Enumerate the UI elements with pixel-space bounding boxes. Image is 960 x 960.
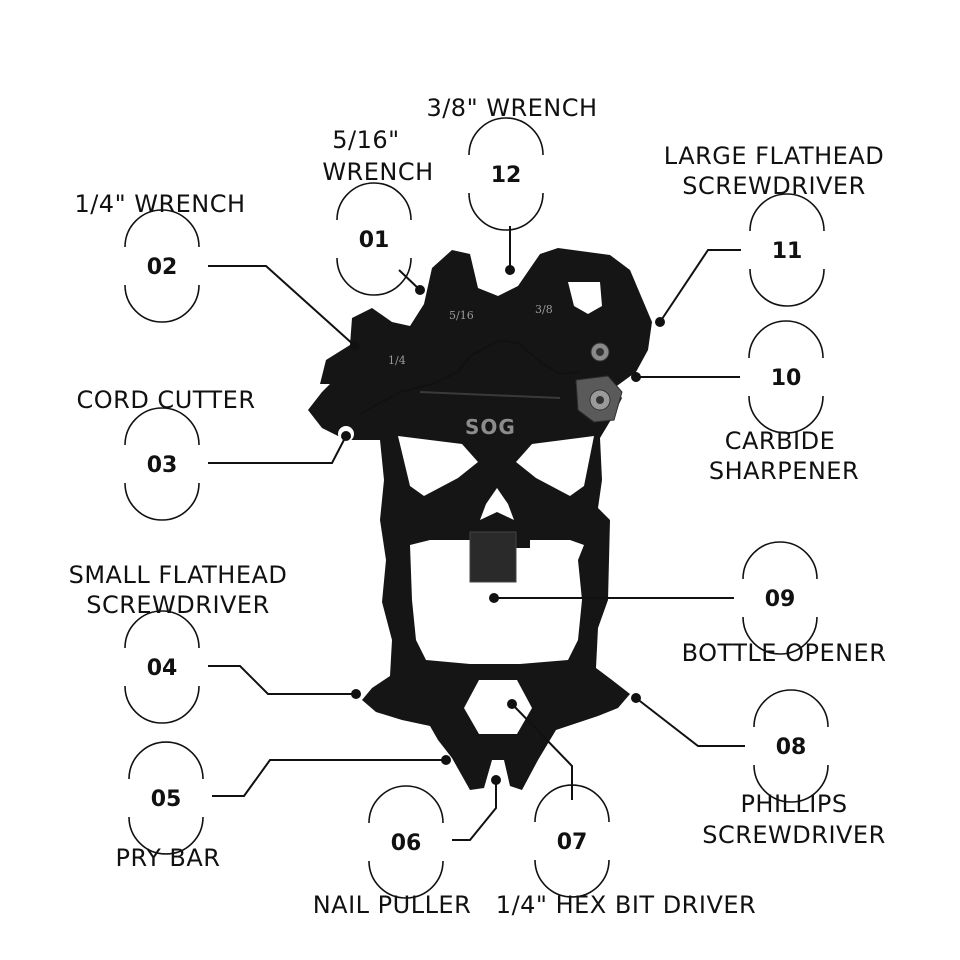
callout-number: 04: [147, 656, 178, 681]
number-ring-top: [749, 193, 825, 232]
pointer-dot: [415, 285, 425, 295]
callout-11: LARGE FLATHEAD SCREWDRIVER 11: [655, 142, 884, 327]
pointer-dot: [341, 431, 351, 441]
leader-line: [208, 665, 356, 695]
callout-number: 11: [772, 239, 803, 264]
callout-label: PRY BAR: [116, 844, 221, 872]
pointer-dot: [631, 693, 641, 703]
number-ring-top: [124, 610, 200, 649]
pointer-dot: [351, 689, 361, 699]
callout-label: 1/4" WRENCH: [74, 190, 245, 218]
leader-line: [659, 249, 741, 323]
callout-12: 3/8" WRENCH 12: [426, 94, 597, 275]
pointer-dot: [350, 341, 360, 351]
callout-label: SCREWDRIVER: [702, 821, 886, 849]
callout-label: SHARPENER: [709, 457, 859, 485]
number-ring-bottom: [124, 284, 200, 323]
right-eye-cutout: [516, 436, 594, 496]
callout-number: 10: [771, 366, 802, 391]
leader-line: [212, 759, 446, 797]
callout-01: 5/16" WRENCH 01: [322, 126, 433, 296]
number-ring-bottom: [742, 616, 818, 655]
callout-09: 09 BOTTLE OPENER: [489, 541, 887, 667]
callout-label: BOTTLE OPENER: [682, 639, 887, 667]
pointer-dot: [489, 593, 499, 603]
callout-number: 03: [147, 453, 178, 478]
callout-02: 1/4" WRENCH 02: [74, 190, 360, 351]
callout-label: NAIL PULLER: [313, 891, 472, 919]
callout-06: 06 NAIL PULLER: [313, 775, 501, 919]
callout-number: 05: [151, 787, 182, 812]
callout-07: 07 1/4" HEX BIT DRIVER: [496, 699, 756, 919]
brand-logo: SOG: [465, 415, 516, 439]
callout-label: WRENCH: [322, 158, 433, 186]
leader-line: [452, 780, 497, 841]
callout-number: 02: [147, 255, 178, 280]
leader-line: [511, 703, 573, 800]
number-ring-top: [468, 117, 544, 156]
callout-03: CORD CUTTER 03: [77, 386, 351, 521]
number-ring-bottom: [534, 859, 610, 898]
pointer-dot: [505, 265, 515, 275]
engraved-mountain: [359, 338, 581, 415]
number-ring-bottom: [124, 685, 200, 724]
engraved-line: [419, 391, 561, 399]
hex-socket: [464, 680, 532, 734]
pointer-dot: [631, 372, 641, 382]
pointer-dot: [491, 775, 501, 785]
number-ring-bottom: [468, 192, 544, 231]
pointer-dot: [441, 755, 451, 765]
left-eye-cutout: [398, 436, 478, 496]
number-ring-top: [742, 541, 818, 580]
number-ring-top: [753, 689, 829, 728]
callout-label: CORD CUTTER: [77, 386, 256, 414]
callout-number: 07: [557, 830, 588, 855]
callout-number: 09: [765, 587, 796, 612]
engraving-quarter: 1/4: [388, 354, 406, 367]
number-ring-top: [128, 741, 204, 780]
number-ring-bottom: [128, 816, 204, 855]
bottle-opener-tab: [469, 531, 517, 583]
multitool-silhouette: 1/4 5/16 3/8 SOG: [308, 248, 652, 790]
number-ring-top: [748, 320, 824, 359]
number-ring-top: [124, 209, 200, 248]
callout-05: 05 PRY BAR: [116, 741, 451, 872]
engraving-three-eighths: 3/8: [535, 303, 553, 316]
callout-label: SCREWDRIVER: [682, 172, 866, 200]
callout-label: 5/16": [332, 126, 399, 154]
callout-label: 3/8" WRENCH: [426, 94, 597, 122]
number-ring-bottom: [748, 395, 824, 434]
number-ring-top: [124, 407, 200, 446]
pointer-dot: [655, 317, 665, 327]
callout-label: PHILLIPS: [740, 790, 847, 818]
callout-number: 12: [491, 163, 522, 188]
callout-number: 06: [391, 831, 422, 856]
leader-line: [208, 435, 347, 464]
callout-label: LARGE FLATHEAD: [664, 142, 884, 170]
wrench-slot: [568, 282, 602, 314]
number-ring-bottom: [749, 268, 825, 307]
number-ring-bottom: [124, 482, 200, 521]
number-ring-bottom: [368, 860, 444, 899]
leader-line: [635, 697, 745, 747]
nose-cutout: [480, 488, 514, 520]
number-ring-top: [336, 182, 412, 221]
engraving-five-sixteenths: 5/16: [449, 309, 474, 322]
callout-label: CARBIDE: [725, 427, 836, 455]
number-ring-bottom: [753, 764, 829, 803]
callout-10: 10 CARBIDE SHARPENER: [631, 320, 859, 485]
number-ring-bottom: [336, 257, 412, 296]
callout-label: SMALL FLATHEAD: [69, 561, 288, 589]
leader-line: [208, 265, 356, 347]
callout-number: 08: [776, 735, 807, 760]
number-ring-top: [368, 785, 444, 824]
callout-label: 1/4" HEX BIT DRIVER: [496, 891, 756, 919]
callout-number: 01: [359, 228, 390, 253]
callout-04: SMALL FLATHEAD SCREWDRIVER 04: [69, 561, 361, 724]
callout-08: 08 PHILLIPS SCREWDRIVER: [631, 689, 886, 849]
pointer-dot: [507, 699, 517, 709]
